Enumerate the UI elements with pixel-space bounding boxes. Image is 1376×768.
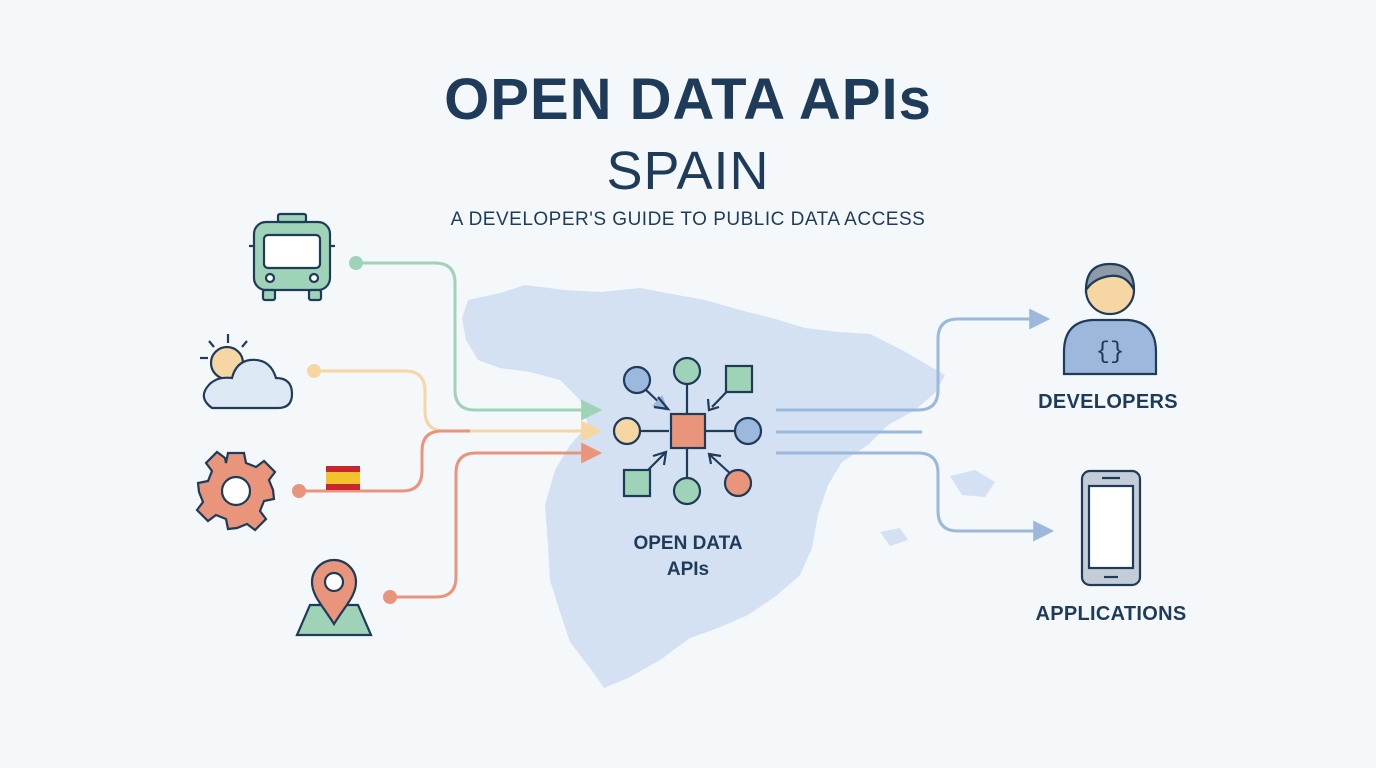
location-connector	[383, 442, 603, 604]
page-tagline: A DEVELOPER'S GUIDE TO PUBLIC DATA ACCES…	[450, 209, 926, 230]
hub-label: OPEN DATA APIs	[588, 531, 788, 583]
spain-flag-icon	[326, 466, 360, 490]
svg-text:{}: {}	[1096, 339, 1125, 366]
map-pin-icon	[295, 558, 373, 637]
applications-label: APPLICATIONS	[1035, 603, 1187, 625]
developer-icon: {}	[1062, 262, 1158, 376]
spain-map	[462, 285, 995, 688]
hub-label-line2: APIs	[666, 559, 710, 580]
developers-label: DEVELOPERS	[1038, 391, 1178, 413]
page-title: OPEN DATA APIs	[444, 67, 932, 132]
hub-label-line1: OPEN DATA	[633, 533, 743, 554]
smartphone-icon	[1080, 469, 1142, 587]
api-hub-network	[612, 356, 763, 506]
transport-connector	[349, 256, 603, 421]
output-connectors	[776, 308, 1055, 542]
gear-icon	[195, 450, 277, 532]
weather-icon	[200, 334, 294, 410]
government-connector	[292, 429, 470, 498]
bus-icon	[249, 212, 335, 302]
page-subtitle: SPAIN	[606, 141, 770, 201]
